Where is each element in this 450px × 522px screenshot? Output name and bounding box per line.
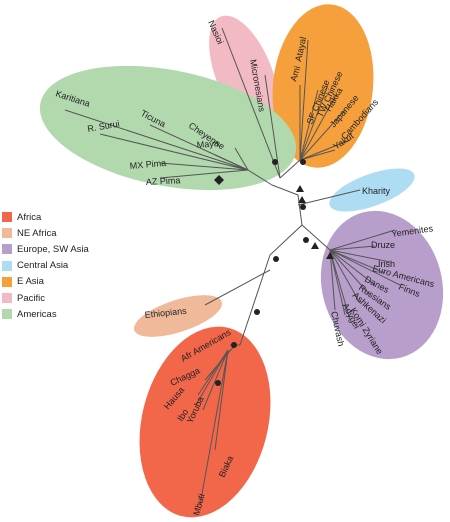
legend-item-ne-africa: NE Africa [2,225,112,241]
legend-label: Africa [17,211,42,223]
region-ne-africa [133,295,223,337]
legend-item-americas: Americas [2,306,112,322]
region-east-asia [272,4,374,168]
legend-item-central-asia: Central Asia [2,258,112,274]
legend-label: NE Africa [17,227,57,239]
bootstrap-dot-icon [300,204,306,210]
legend-swatch [2,228,12,239]
bootstrap-dot-icon [273,256,279,262]
leaf-label: Ami [288,65,302,83]
node-markers [214,159,334,386]
leaf-label: AZ Pima [146,175,181,187]
legend-label: Pacific [17,292,45,304]
bootstrap-dot-icon [303,237,309,243]
leaf-label: MX Pima [129,158,166,171]
leaf-label: Maya [196,138,219,150]
region-africa [139,326,271,518]
diamond-marker-icon [214,175,224,185]
legend-label: Central Asia [17,260,69,272]
triangle-marker-icon [311,242,319,249]
legend-swatch [2,293,12,304]
bootstrap-dot-icon [272,159,278,165]
legend-item-pacific: Pacific [2,290,112,306]
region-americas [39,65,297,191]
legend-label: E Asia [17,276,44,288]
legend-item-europe-sw-asia: Europe, SW Asia [2,241,112,257]
leaf-label: Kharity [362,186,391,196]
triangle-marker-icon [296,185,304,192]
bootstrap-dot-icon [300,159,306,165]
tree-branches [64,27,401,506]
legend: Africa NE Africa Europe, SW Asia Central… [2,209,112,322]
legend-item-africa: Africa [2,209,112,225]
legend-swatch [2,260,12,271]
leaf-label: Ethiopians [144,306,187,320]
bootstrap-dot-icon [231,342,237,348]
bootstrap-dot-icon [215,380,221,386]
leaf-label: Druze [371,240,395,250]
bootstrap-dot-icon [254,309,260,315]
legend-label: Europe, SW Asia [17,243,89,255]
legend-swatch [2,244,12,255]
leaf-label: Irish [378,259,395,269]
legend-swatch [2,212,12,223]
legend-item-east-asia: E Asia [2,274,112,290]
legend-label: Americas [17,308,57,320]
legend-swatch [2,309,12,320]
region-central-asia [329,168,415,212]
legend-swatch [2,276,12,287]
triangle-marker-icon [298,196,306,203]
triangle-marker-icon [326,252,334,259]
